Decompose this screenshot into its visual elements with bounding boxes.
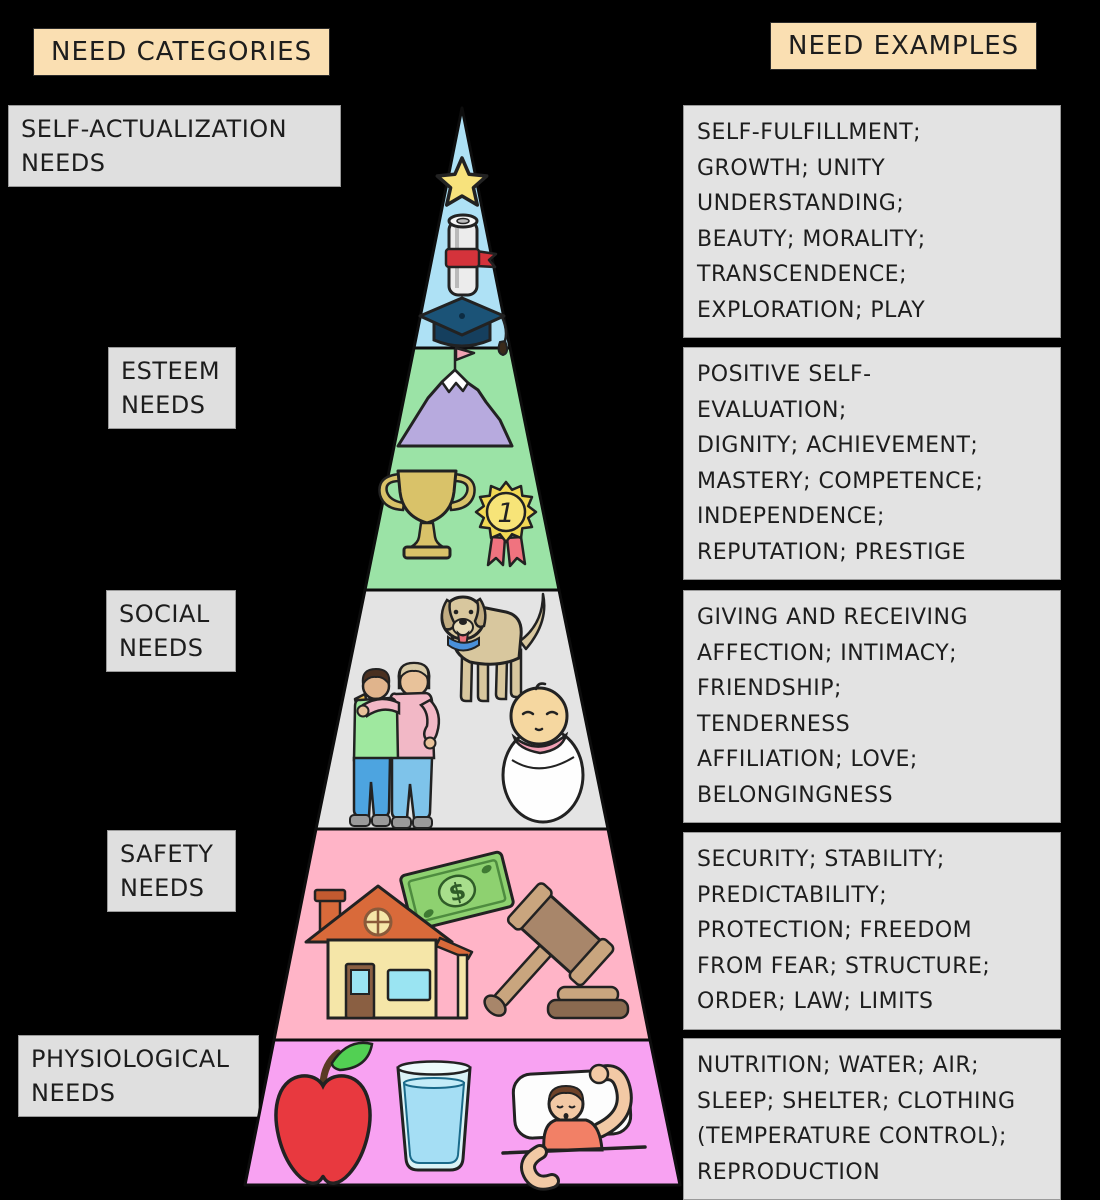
dog-icon — [440, 592, 546, 703]
category-label-esteem: ESTEEM NEEDS — [108, 347, 236, 429]
category-label-social: SOCIAL NEEDS — [106, 590, 236, 672]
baby-icon — [501, 682, 585, 824]
money-icon: $ — [399, 850, 515, 932]
graduation-cap-icon — [418, 296, 509, 357]
examples-safety: SECURITY; STABILITY; PREDICTABILITY; PRO… — [683, 832, 1061, 1030]
need-examples-label: NEED EXAMPLES — [770, 22, 1038, 70]
star-icon — [435, 156, 489, 207]
category-label-safety: SAFETY NEEDS — [107, 830, 236, 912]
apple-icon — [274, 1041, 374, 1185]
gavel-icon — [483, 882, 630, 1020]
examples-esteem: POSITIVE SELF- EVALUATION; DIGNITY; ACHI… — [683, 347, 1061, 580]
first-place-medal-icon: 1 — [474, 480, 538, 568]
sleeping-person-icon — [501, 1063, 647, 1191]
examples-social: GIVING AND RECEIVING AFFECTION; INTIMACY… — [683, 590, 1061, 823]
examples-physiological: NUTRITION; WATER; AIR; SLEEP; SHELTER; C… — [683, 1038, 1061, 1200]
mountain-flag-icon — [396, 346, 514, 448]
trophy-icon — [378, 469, 476, 560]
need-categories-label: NEED CATEGORIES — [33, 28, 331, 76]
examples-self-actualization: SELF-FULFILLMENT; GROWTH; UNITY UNDERSTA… — [683, 105, 1061, 338]
diploma-icon — [444, 213, 498, 297]
house-icon — [304, 884, 474, 1020]
medal-number: 1 — [497, 498, 514, 529]
friends-icon — [349, 661, 441, 829]
category-label-self-actualization: SELF-ACTUALIZATION NEEDS — [8, 105, 341, 187]
category-label-physiological: PHYSIOLOGICAL NEEDS — [18, 1035, 259, 1117]
dollar-symbol: $ — [446, 876, 469, 907]
water-glass-icon — [396, 1060, 472, 1172]
